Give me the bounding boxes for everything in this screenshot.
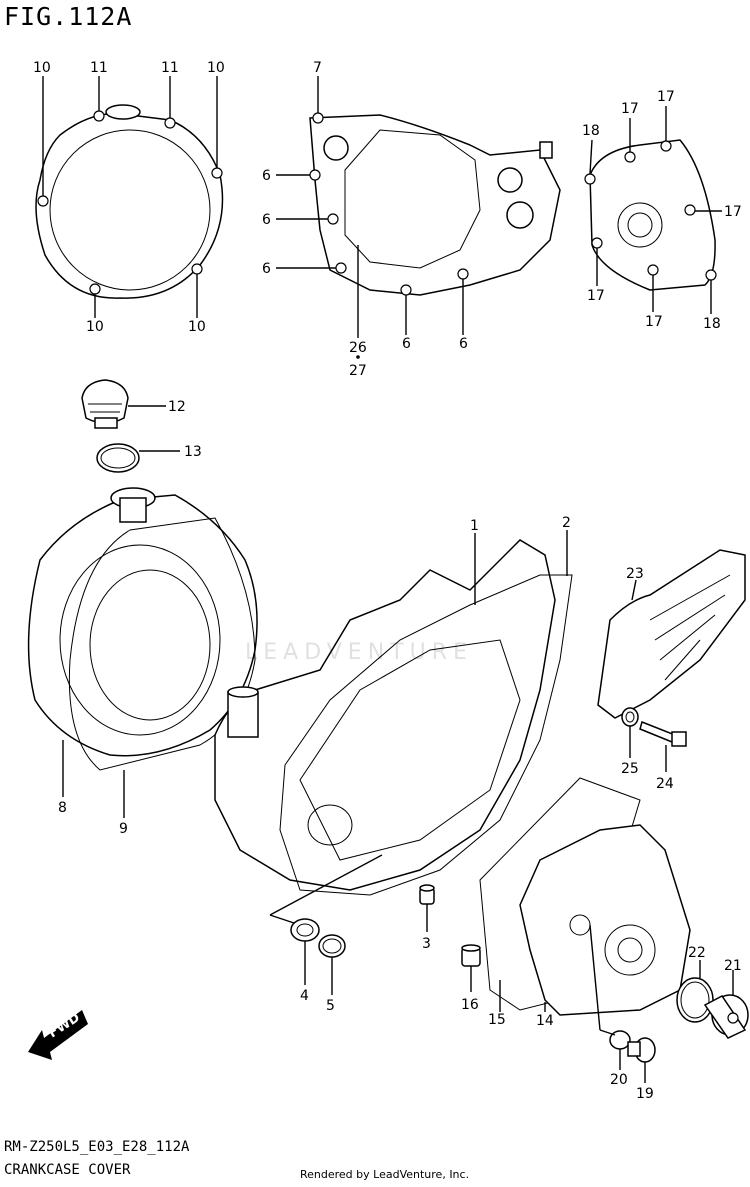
callout-6: 6 xyxy=(262,261,271,277)
water-pump-cover-part xyxy=(519,824,691,1016)
callout-10: 10 xyxy=(33,60,51,76)
bolt-part xyxy=(639,720,687,747)
callout-20: 20 xyxy=(610,1072,628,1088)
crankcase-cover-part xyxy=(214,539,556,891)
callout-17: 17 xyxy=(587,288,605,304)
callout-10: 10 xyxy=(207,60,225,76)
drain-bolt-part xyxy=(627,1037,656,1063)
fwd-arrow-icon: FWD xyxy=(28,1010,88,1060)
callout-labels: 10 11 11 10 10 10 7 6 6 6 6 6 26 27 18 1… xyxy=(33,60,742,1102)
dowel-pin-lower-part xyxy=(461,944,481,967)
leader-lines-top-left xyxy=(42,76,218,318)
leader-lines-cap xyxy=(128,405,180,452)
callout-6: 6 xyxy=(402,336,411,352)
leader-lines-pins xyxy=(426,904,472,992)
callout-18: 18 xyxy=(703,316,721,332)
callout-15: 15 xyxy=(488,1012,506,1028)
callout-27: 27 xyxy=(349,363,367,379)
clutch-cover-part xyxy=(27,487,258,757)
callout-6: 6 xyxy=(262,168,271,184)
leader-lines-top-middle xyxy=(276,76,464,359)
callout-4: 4 xyxy=(300,988,309,1004)
model-code: RM-Z250L5_E03_E28_112A xyxy=(4,1139,190,1155)
callout-7: 7 xyxy=(313,60,322,76)
callout-6: 6 xyxy=(262,212,271,228)
callout-23: 23 xyxy=(626,566,644,582)
callout-11: 11 xyxy=(161,60,179,76)
watermark-text: LEADVENTURE xyxy=(245,640,473,665)
valve-cover-part xyxy=(597,549,746,719)
leader-lines-valve xyxy=(629,579,667,772)
callout-8: 8 xyxy=(58,800,67,816)
oil-filler-cap-part xyxy=(81,379,129,429)
callout-17: 17 xyxy=(657,89,675,105)
callout-16: 16 xyxy=(461,997,479,1013)
figure-title: FIG.112A xyxy=(4,2,133,31)
o-ring-part xyxy=(96,443,140,473)
clutch-cover-gasket-part xyxy=(35,104,224,299)
callout-17: 17 xyxy=(724,204,742,220)
callout-10: 10 xyxy=(188,319,206,335)
washer-part xyxy=(621,707,639,727)
callout-17: 17 xyxy=(645,314,663,330)
callout-17: 17 xyxy=(621,101,639,117)
callout-11: 11 xyxy=(90,60,108,76)
clutch-cover-gasket-lower-part xyxy=(68,517,256,771)
oil-seal-part xyxy=(290,918,320,942)
callout-6: 6 xyxy=(459,336,468,352)
callout-22: 22 xyxy=(688,945,706,961)
callout-14: 14 xyxy=(536,1013,554,1029)
dowel-pin-part xyxy=(419,884,435,905)
o-ring-large-part xyxy=(676,977,714,1023)
callout-19: 19 xyxy=(636,1086,654,1102)
callout-13: 13 xyxy=(184,444,202,460)
callout-5: 5 xyxy=(326,998,335,1014)
callout-3: 3 xyxy=(422,936,431,952)
callout-1: 1 xyxy=(470,518,479,534)
crankcase-gasket-part xyxy=(309,112,561,296)
callout-18: 18 xyxy=(582,123,600,139)
water-pump-cover-gasket-part xyxy=(584,139,717,291)
callout-21: 21 xyxy=(724,958,742,974)
page-caption: CRANKCASE COVER xyxy=(4,1162,131,1178)
callout-25: 25 xyxy=(621,761,639,777)
crankcase-cover-gasket-part xyxy=(279,574,573,896)
render-credit: Rendered by LeadVenture, Inc. xyxy=(300,1168,470,1181)
callout-24: 24 xyxy=(656,776,674,792)
plug-cap-part xyxy=(703,994,749,1039)
callout-2: 2 xyxy=(562,515,571,531)
leader-lines-top-right xyxy=(589,106,722,314)
callout-9: 9 xyxy=(119,821,128,837)
leader-lines-seal xyxy=(304,941,333,995)
circlip-part xyxy=(318,934,346,958)
callout-12: 12 xyxy=(168,399,186,415)
leader-lines-water-pump xyxy=(499,924,734,1083)
leader-lines-clutch xyxy=(62,740,125,818)
callout-10: 10 xyxy=(86,319,104,335)
callout-26: 26 xyxy=(349,340,367,356)
